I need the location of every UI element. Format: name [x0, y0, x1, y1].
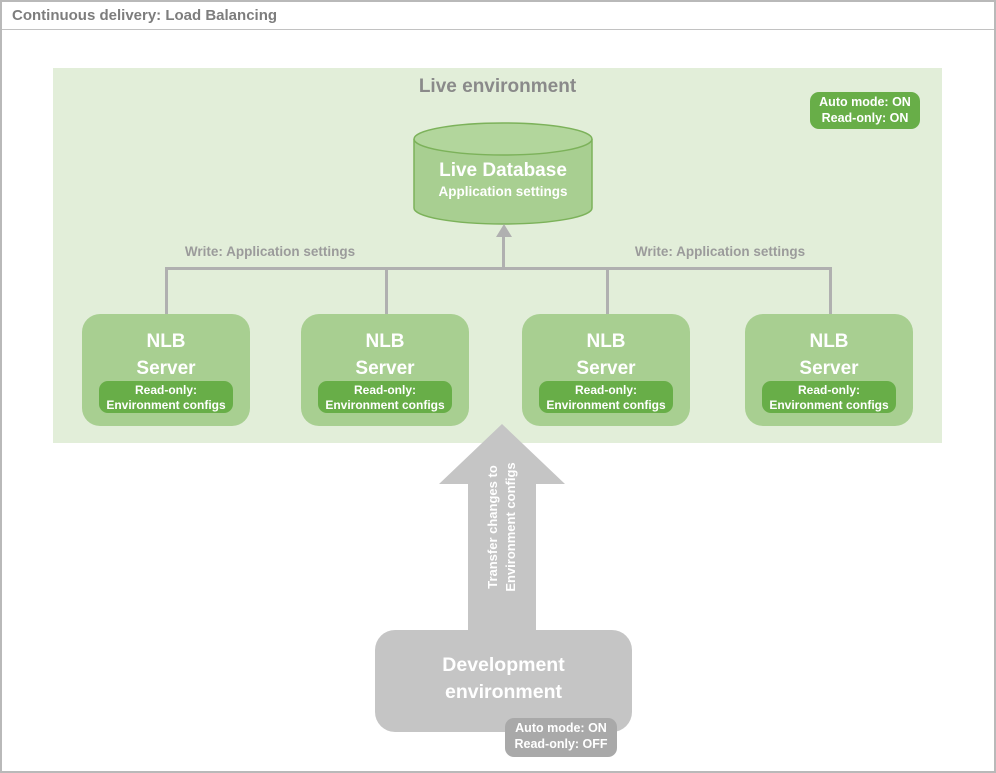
- connector-drop-server-1: [165, 267, 168, 314]
- database-subtitle: Application settings: [438, 184, 568, 199]
- live-database-node: Live Database Application settings: [413, 122, 593, 225]
- connector-drop-server-2: [385, 267, 388, 314]
- dev-status-read-only: Read-only: OFF: [514, 737, 608, 751]
- server-badge: Read-only: Environment configs: [318, 381, 452, 413]
- development-environment-box: Development environment: [375, 630, 632, 732]
- dev-status-auto-mode: Auto mode: ON: [515, 721, 607, 735]
- connector-vertical-to-database: [502, 236, 505, 268]
- connector-horizontal-bus: [165, 267, 832, 270]
- write-label-left: Write: Application settings: [184, 244, 356, 259]
- server-badge: Read-only: Environment configs: [762, 381, 896, 413]
- transfer-arrow-label: Transfer changes to Environment configs: [485, 462, 518, 592]
- live-status-auto-mode: Auto mode: ON: [819, 95, 911, 109]
- database-label: Live Database Application settings: [413, 158, 593, 201]
- connector-drop-server-4: [829, 267, 832, 314]
- server-name: NLB Server: [136, 331, 196, 379]
- live-environment-panel: Live environment Auto mode: ON Read-only…: [53, 68, 942, 443]
- dev-status-badge: Auto mode: ON Read-only: OFF: [505, 718, 617, 757]
- nlb-server-4: NLB Server Read-only: Environment config…: [745, 314, 913, 426]
- server-badge: Read-only: Environment configs: [99, 381, 233, 413]
- server-name: NLB Server: [799, 331, 859, 379]
- nlb-server-3: NLB Server Read-only: Environment config…: [522, 314, 690, 426]
- title-bar: Continuous delivery: Load Balancing: [2, 2, 994, 30]
- nlb-server-2: NLB Server Read-only: Environment config…: [301, 314, 469, 426]
- write-label-right: Write: Application settings: [634, 244, 806, 259]
- nlb-server-1: NLB Server Read-only: Environment config…: [82, 314, 250, 426]
- connector-drop-server-3: [606, 267, 609, 314]
- server-name: NLB Server: [576, 331, 636, 379]
- arrowhead-up-icon: [496, 224, 512, 237]
- page-title: Continuous delivery: Load Balancing: [12, 7, 278, 24]
- live-environment-title: Live environment: [418, 76, 577, 97]
- transfer-arrow-icon: [439, 424, 565, 635]
- live-status-read-only: Read-only: ON: [821, 111, 909, 125]
- database-cylinder-icon: [413, 122, 593, 225]
- development-environment-title: Development environment: [442, 654, 565, 703]
- server-badge: Read-only: Environment configs: [539, 381, 673, 413]
- live-status-badge: Auto mode: ON Read-only: ON: [810, 92, 920, 129]
- database-title: Live Database: [439, 160, 567, 181]
- server-name: NLB Server: [355, 331, 415, 379]
